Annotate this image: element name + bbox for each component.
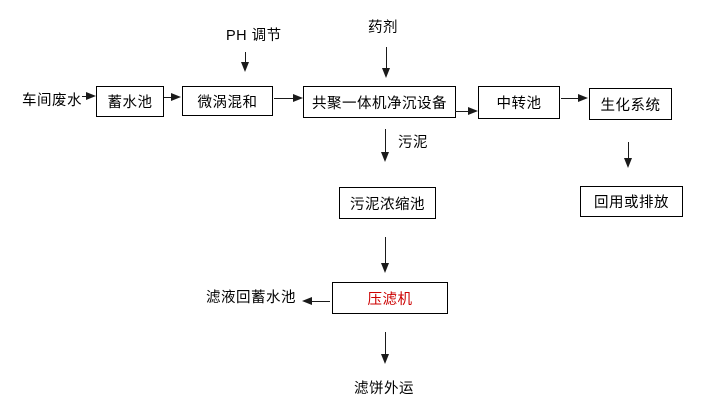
node-storage-tank: 蓄水池 bbox=[96, 86, 164, 117]
node-filter-press: 压滤机 bbox=[332, 282, 448, 314]
label-sludge: 污泥 bbox=[398, 135, 428, 151]
node-micro-vortex-mixing: 微涡混和 bbox=[182, 86, 273, 116]
node-biochemical-system: 生化系统 bbox=[589, 88, 672, 120]
node-copoly-clarifier: 共聚一体机净沉设备 bbox=[303, 86, 456, 118]
label-filtrate-return: 滤液回蓄水池 bbox=[206, 290, 296, 306]
node-reuse-or-discharge: 回用或排放 bbox=[580, 186, 683, 217]
node-transfer-tank: 中转池 bbox=[478, 86, 560, 119]
label-workshop-wastewater: 车间废水 bbox=[22, 93, 82, 109]
label-ph-adjust: PH 调节 bbox=[226, 28, 282, 44]
label-chemicals: 药剂 bbox=[368, 20, 398, 36]
label-filter-cake-out: 滤饼外运 bbox=[354, 381, 414, 397]
node-sludge-thickening-tank: 污泥浓缩池 bbox=[339, 187, 436, 219]
